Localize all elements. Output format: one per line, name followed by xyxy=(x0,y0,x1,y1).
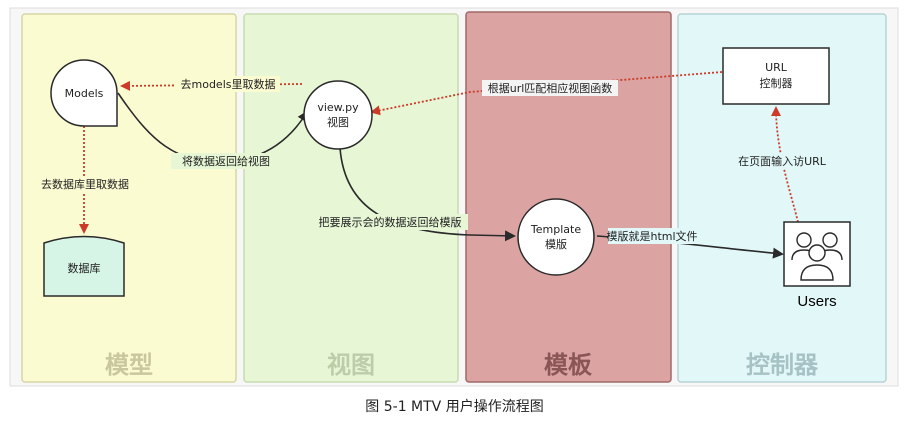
view-node xyxy=(303,80,373,150)
label-bg-models-to-db xyxy=(30,176,140,192)
label-view-to-template: 把要展示会的数据返回给模版 xyxy=(319,215,462,229)
label-models-to-db: 去数据库里取数据 xyxy=(41,177,129,191)
panel-title-view: 视图 xyxy=(327,351,375,379)
url-controller-node xyxy=(722,47,830,105)
view-label-line2: 视图 xyxy=(327,115,349,129)
url-label-line2: 控制器 xyxy=(760,76,793,90)
label-models-to-view: 将数据返回给视图 xyxy=(182,154,270,168)
label-bg-view-to-models xyxy=(176,76,280,92)
users-icon xyxy=(783,221,851,287)
panel-template xyxy=(465,11,672,383)
panel-view xyxy=(243,13,459,383)
label-bg-url-to-view xyxy=(482,80,618,96)
label-view-to-models: 去models里取数据 xyxy=(181,77,276,91)
panel-controller xyxy=(677,13,887,383)
users-label: Users xyxy=(797,293,836,310)
panel-title-controller: 控制器 xyxy=(746,351,819,379)
url-label-line1: URL xyxy=(765,61,788,74)
label-bg-template-to-users xyxy=(608,228,696,244)
label-bg-models-to-view xyxy=(171,153,281,169)
database-label: 数据库 xyxy=(68,261,101,275)
label-users-to-url: 在页面输入访URL xyxy=(738,154,827,168)
panel-title-model: 模型 xyxy=(105,351,153,379)
panel-model xyxy=(21,13,237,383)
label-url-to-view: 根据url匹配相应视图函数 xyxy=(488,81,613,95)
template-node xyxy=(517,198,595,276)
panel-title-template: 模板 xyxy=(544,351,593,379)
database-node xyxy=(43,235,125,297)
template-label-line2: 模版 xyxy=(545,237,567,251)
models-label: Models xyxy=(65,87,104,100)
edge-url-to-view xyxy=(370,71,723,116)
label-template-to-users: 模版就是html文件 xyxy=(606,229,697,243)
models-node xyxy=(50,59,118,127)
template-label-line1: Template xyxy=(530,223,581,236)
label-bg-view-to-template xyxy=(312,214,468,230)
figure-caption: 图 5-1 MTV 用户操作流程图 xyxy=(365,399,544,415)
view-label-line1: view.py xyxy=(317,101,359,114)
label-bg-users-to-url xyxy=(734,153,830,169)
